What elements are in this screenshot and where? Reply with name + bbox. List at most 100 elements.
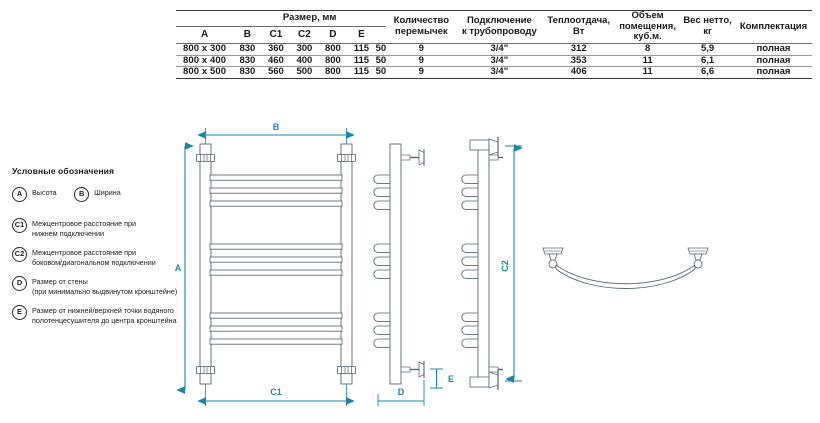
legend-e-line1: Размер от нижней/верхней точки водяного <box>32 305 174 315</box>
cell-jumpers: 9 <box>418 42 424 54</box>
header-heat-line1: Теплоотдача, <box>547 15 611 27</box>
cell-volume: 11 <box>642 66 653 78</box>
cell-b: 560 <box>267 66 284 78</box>
specification-table: Размер, мм Количество перемычек Подключе… <box>176 10 812 79</box>
technical-drawing: B A C1 <box>0 118 820 423</box>
header-weight-line1: Вес нетто, <box>683 15 732 27</box>
cell-size: 800 x 500 <box>183 66 227 78</box>
dimension-a-label: A <box>175 263 182 273</box>
cell-jumpers: 9 <box>418 66 424 78</box>
front-bracket-top-right <box>337 154 356 162</box>
front-bracket-bottom-left <box>196 366 215 374</box>
cell-d: 115 <box>353 42 370 54</box>
front-rung <box>209 200 343 207</box>
legend-item-c1: C1 Межцентровое расстояние при нижнем по… <box>12 218 188 240</box>
header-dim-a: A <box>200 29 209 41</box>
header-heat-line2: Вт <box>572 25 585 37</box>
dimension-b-label: B <box>273 122 280 132</box>
curved-bar-rail <box>555 264 696 289</box>
badge-b-icon: B <box>74 187 90 202</box>
specification-table-container: Размер, мм Количество перемычек Подключе… <box>176 10 812 79</box>
front-bracket-top-left <box>196 154 215 162</box>
front-rung <box>209 338 343 345</box>
cell-connection: 3/4" <box>490 54 509 66</box>
front-right-riser <box>340 143 353 385</box>
cell-weight: 5,9 <box>700 42 715 54</box>
dimension-e-label: E <box>448 374 454 384</box>
cell-weight: 6,6 <box>700 66 715 78</box>
cell-b: 360 <box>267 42 284 54</box>
cell-jumpers: 9 <box>418 54 424 66</box>
side2-rung-profiles <box>461 174 478 348</box>
cell-c2: 800 <box>324 66 341 78</box>
header-jumpers-line1: Количество <box>393 15 450 27</box>
front-witness-lines <box>205 128 347 406</box>
legend-e-line2: полотенцесушителя до центра кронштейна <box>32 316 177 326</box>
legend-row-ab: A Высота B Ширина <box>12 183 188 209</box>
cell-c1: 400 <box>296 54 313 66</box>
header-group-dimensions: Размер, мм <box>233 10 387 28</box>
legend-item-a-label: Высота <box>32 188 57 197</box>
badge-c1-icon: C1 <box>12 218 27 233</box>
cell-volume: 11 <box>642 54 653 66</box>
cell-heat: 406 <box>570 66 587 78</box>
legend-item-d-label: Размер от стены (при минимально выдвинут… <box>32 276 177 298</box>
header-dim-e: E <box>358 29 365 41</box>
dimension-c1: C1 <box>197 387 355 405</box>
front-rung <box>209 325 343 332</box>
dimension-c1-label: C1 <box>270 387 282 397</box>
cell-size: 800 x 400 <box>183 54 227 66</box>
table-row: 800 x 500 830 560 500 800 115 50 9 3/4" … <box>176 66 812 79</box>
legend-item-a: A Высота <box>12 187 57 202</box>
cell-kit: полная <box>756 66 791 78</box>
header-heat-output: Теплоотдача, Вт <box>542 11 615 44</box>
side-rung-profiles <box>373 174 390 348</box>
dimension-d-label: D <box>398 387 405 397</box>
front-left-riser <box>199 143 212 385</box>
cell-e: 50 <box>375 66 387 78</box>
cell-c2: 800 <box>324 42 341 54</box>
legend-item-d: D Размер от стены (при минимально выдвин… <box>12 275 188 298</box>
header-size-blank <box>176 10 234 28</box>
cell-heat: 353 <box>570 54 587 66</box>
side-bracket-bottom <box>400 361 425 378</box>
front-rung <box>209 174 343 181</box>
legend: Условные обозначения A Высота B Ширина C… <box>12 166 188 334</box>
front-rung <box>209 256 343 263</box>
header-connection-line2: к трубопроводу <box>461 25 537 37</box>
legend-item-c2: C2 Межцентровое расстояние при боковом/д… <box>12 246 188 269</box>
header-dim-d: D <box>329 29 337 41</box>
drawing-svg: B A C1 <box>175 122 709 406</box>
table-header-row-1: Размер, мм Количество перемычек Подключе… <box>176 10 812 42</box>
side-view-c2: C2 <box>461 137 523 390</box>
badge-c2-icon: C2 <box>12 246 27 262</box>
table-head: Размер, мм Количество перемычек Подключе… <box>176 10 812 44</box>
dimension-d: D <box>377 380 425 406</box>
header-jumpers: Количество перемычек <box>386 11 456 44</box>
cell-kit: полная <box>756 54 791 66</box>
badge-a-icon: A <box>12 187 27 202</box>
cell-size: 800 x 300 <box>183 42 227 54</box>
side2-riser <box>477 143 490 385</box>
front-bracket-bottom-right <box>337 366 356 374</box>
table-row: 800 x 300 830 360 300 800 115 50 9 3/4" … <box>176 43 812 55</box>
dimension-e: E <box>430 368 454 389</box>
side-bracket-top <box>400 149 425 166</box>
side2-bracket-top <box>469 137 503 161</box>
cell-a: 830 <box>239 54 256 66</box>
legend-item-b: B Ширина <box>74 187 121 202</box>
legend-c1-line2: нижнем подключении <box>32 229 105 239</box>
legend-item-e-label: Размер от нижней/верхней точки водяного … <box>32 305 177 327</box>
legend-item-c1-label: Межцентровое расстояние при нижнем подкл… <box>32 218 136 240</box>
legend-title: Условные обозначения <box>12 166 115 176</box>
legend-d-line1: Размер от стены <box>32 276 88 286</box>
cell-c1: 300 <box>296 42 313 54</box>
badge-e-icon: E <box>12 304 27 320</box>
curved-bar-right-flange <box>687 247 709 269</box>
legend-c2-line1: Межцентровое расстояние при <box>32 247 136 257</box>
header-volume-line3: куб.м. <box>633 31 662 43</box>
header-connection-line1: Подключение <box>466 15 532 27</box>
header-dim-c2: C2 <box>298 29 311 41</box>
header-connection: Подключение к трубопроводу <box>456 11 542 44</box>
side2-bracket-bottom <box>469 366 503 390</box>
